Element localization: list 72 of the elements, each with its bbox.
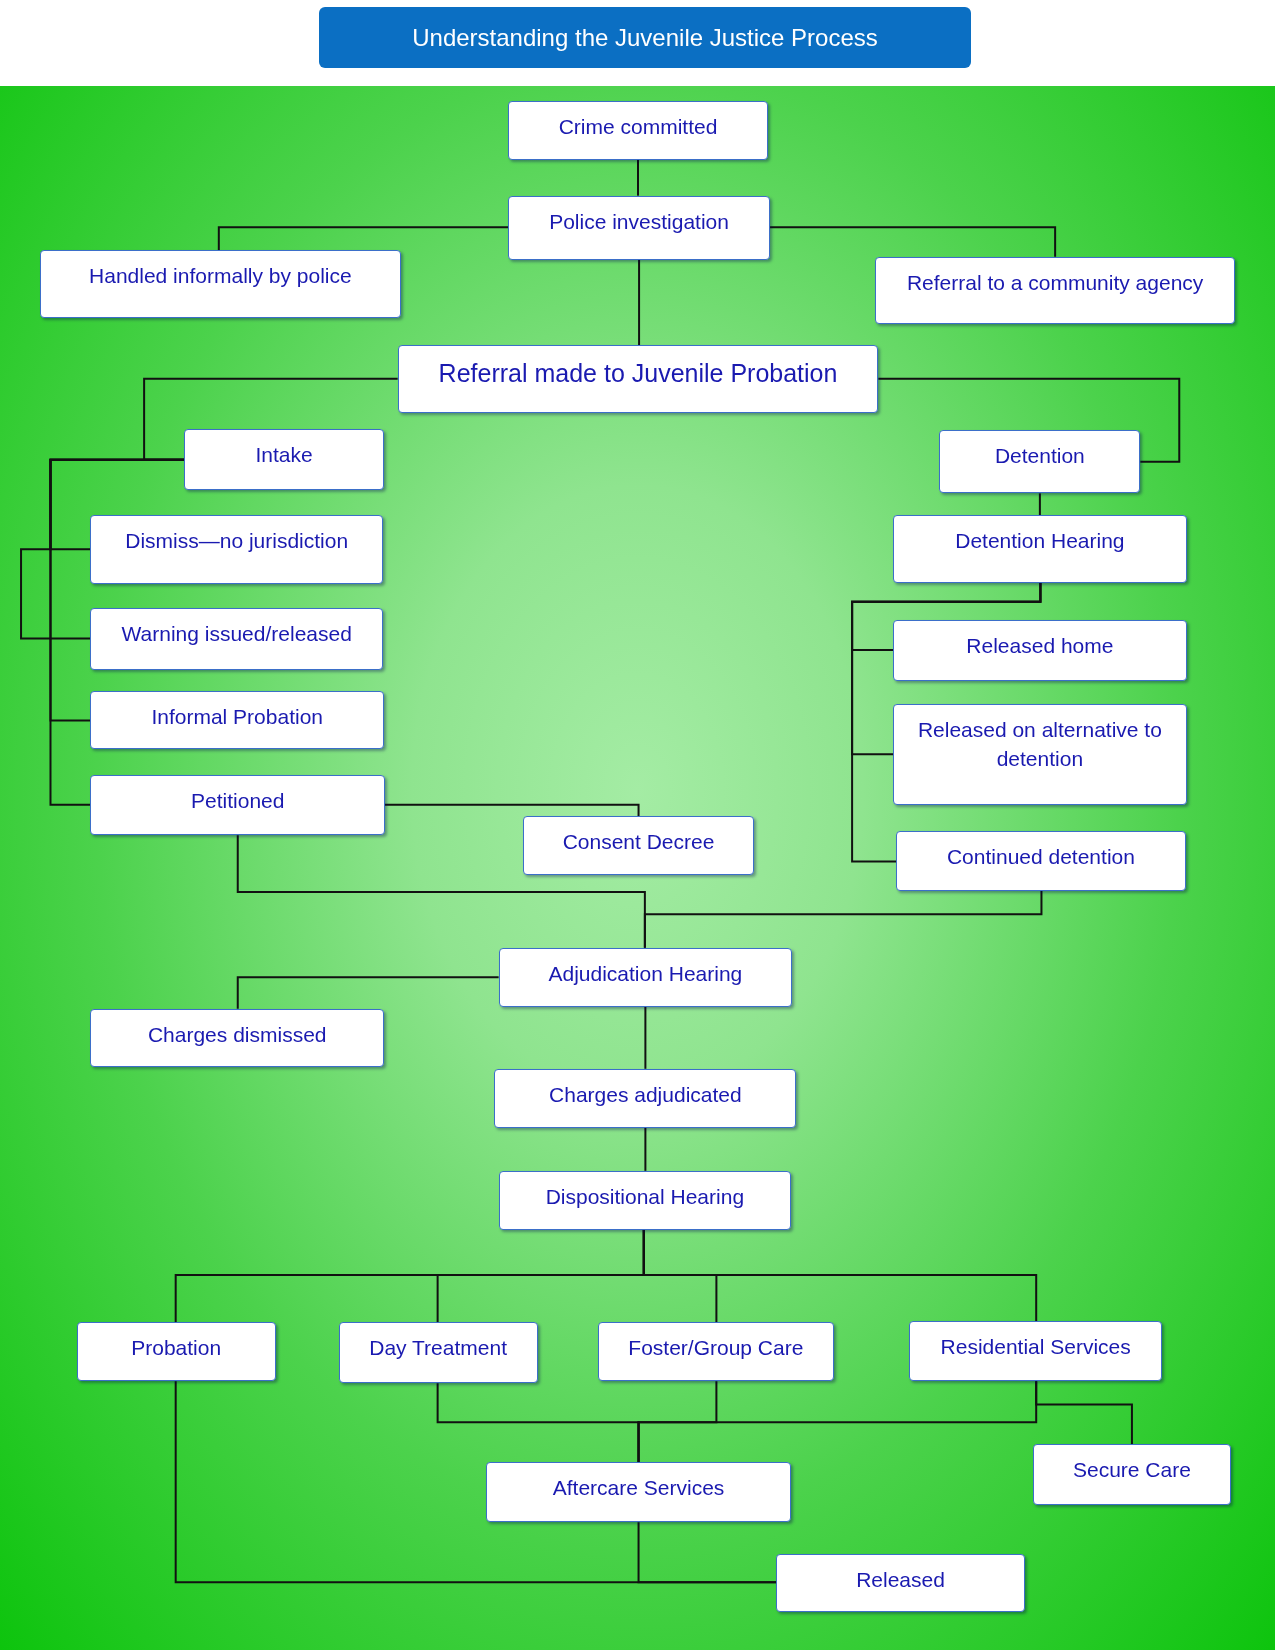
process-box bbox=[90, 775, 385, 836]
box-label: Foster/Group Care bbox=[627, 1335, 805, 1362]
box-label: Released home bbox=[965, 632, 1115, 659]
box-label: Secure Care bbox=[1071, 1457, 1192, 1484]
connector-line bbox=[1035, 1380, 1133, 1446]
process-box bbox=[90, 515, 383, 584]
connector-line bbox=[236, 976, 500, 1010]
box-label: Released on alternative to detention bbox=[916, 716, 1163, 773]
process-box bbox=[184, 429, 384, 491]
connector-line bbox=[1038, 492, 1041, 517]
connector-line bbox=[769, 226, 1057, 258]
process-box bbox=[397, 345, 879, 414]
connector-line bbox=[643, 890, 1043, 949]
process-box bbox=[498, 947, 793, 1007]
title-banner: Understanding the Juvenile Justice Process bbox=[319, 7, 971, 68]
connector-line bbox=[637, 1521, 778, 1584]
connector-line bbox=[642, 1228, 1038, 1323]
box-label: Detention bbox=[993, 443, 1086, 470]
box-label: Continued detention bbox=[945, 844, 1136, 871]
process-box bbox=[76, 1322, 276, 1382]
process-box bbox=[494, 1068, 797, 1128]
box-label: Handled informally by police bbox=[88, 263, 353, 290]
connector-line bbox=[384, 803, 640, 818]
process-box bbox=[776, 1553, 1025, 1612]
process-box bbox=[338, 1322, 538, 1384]
box-label: Informal Probation bbox=[150, 704, 324, 731]
box-label: Crime committed bbox=[557, 114, 719, 140]
box-label: Dismiss—no jurisdiction bbox=[124, 528, 350, 555]
process-box bbox=[90, 691, 384, 749]
box-label: Consent Decree bbox=[561, 829, 716, 856]
process-box bbox=[597, 1322, 835, 1382]
box-label: Referral to a community agency bbox=[905, 269, 1205, 296]
connector-line bbox=[217, 226, 510, 252]
connector-line bbox=[143, 377, 399, 461]
box-label: Police investigation bbox=[548, 208, 730, 235]
box-label: Aftercare Services bbox=[551, 1475, 726, 1502]
process-box bbox=[498, 1170, 792, 1230]
box-label: Adjudication Hearing bbox=[547, 960, 744, 987]
box-label: Released bbox=[855, 1566, 946, 1593]
process-box bbox=[893, 703, 1187, 805]
process-box bbox=[893, 515, 1187, 583]
process-box bbox=[939, 430, 1141, 494]
process-box bbox=[486, 1462, 792, 1523]
process-box bbox=[1033, 1444, 1231, 1506]
box-label: Probation bbox=[130, 1335, 223, 1362]
box-label: Dispositional Hearing bbox=[544, 1183, 746, 1210]
box-label: Charges dismissed bbox=[146, 1021, 328, 1048]
connector-line bbox=[49, 458, 186, 806]
process-box bbox=[508, 101, 768, 160]
process-box bbox=[39, 250, 401, 318]
process-box bbox=[90, 608, 383, 671]
connector-line bbox=[851, 581, 1042, 863]
box-label: Detention Hearing bbox=[954, 528, 1126, 555]
box-label: Day Treatment bbox=[368, 1335, 508, 1362]
box-label: Residential Services bbox=[939, 1334, 1132, 1361]
connector-line bbox=[877, 377, 1181, 463]
connector-line bbox=[644, 1005, 647, 1070]
box-label: Intake bbox=[254, 442, 314, 469]
process-box bbox=[522, 816, 755, 876]
connector-line bbox=[637, 158, 640, 197]
process-box bbox=[893, 619, 1187, 681]
process-box bbox=[508, 195, 771, 260]
box-label: Warning issued/released bbox=[120, 621, 353, 648]
process-box bbox=[908, 1321, 1163, 1382]
process-box bbox=[875, 256, 1235, 324]
box-label: Charges adjudicated bbox=[548, 1081, 743, 1108]
connector-line bbox=[638, 258, 641, 347]
connector-line bbox=[644, 1126, 647, 1172]
box-label: Petitioned bbox=[190, 788, 286, 815]
process-box bbox=[90, 1008, 384, 1067]
box-label: Referral made to Juvenile Probation bbox=[437, 358, 839, 390]
process-box bbox=[896, 831, 1186, 891]
